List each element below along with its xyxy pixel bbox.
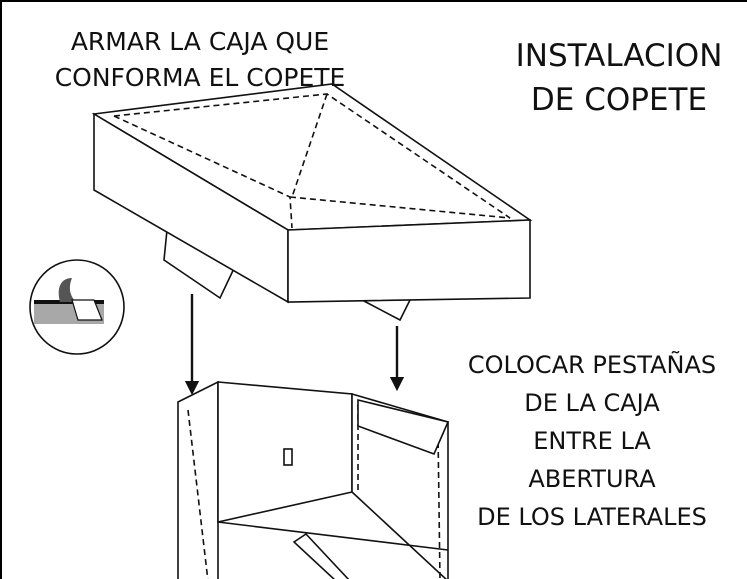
diagram-title: INSTALACION DE COPETE [515, 38, 723, 118]
base-slot-tab [357, 398, 450, 456]
step2-instruction: COLOCAR PESTAÑAS DE LA CAJA ENTRE LA ABE… [467, 351, 717, 531]
step1-instruction: ARMAR LA CAJA QUE CONFORMA EL COPETE [54, 27, 346, 92]
lid-fold-line-corner [291, 93, 328, 198]
lid-fold-line-mid [289, 196, 511, 219]
base-box [177, 380, 450, 579]
base-left-wall [177, 380, 219, 579]
lid-side-face [287, 219, 531, 303]
base-floor-flap [292, 532, 350, 579]
base-floor-edge [217, 521, 449, 551]
lid-box [91, 83, 533, 322]
base-left-fold [187, 409, 209, 579]
tab-detail-callout [29, 259, 125, 355]
base-right-fold [437, 431, 441, 579]
base-slot [283, 448, 293, 466]
